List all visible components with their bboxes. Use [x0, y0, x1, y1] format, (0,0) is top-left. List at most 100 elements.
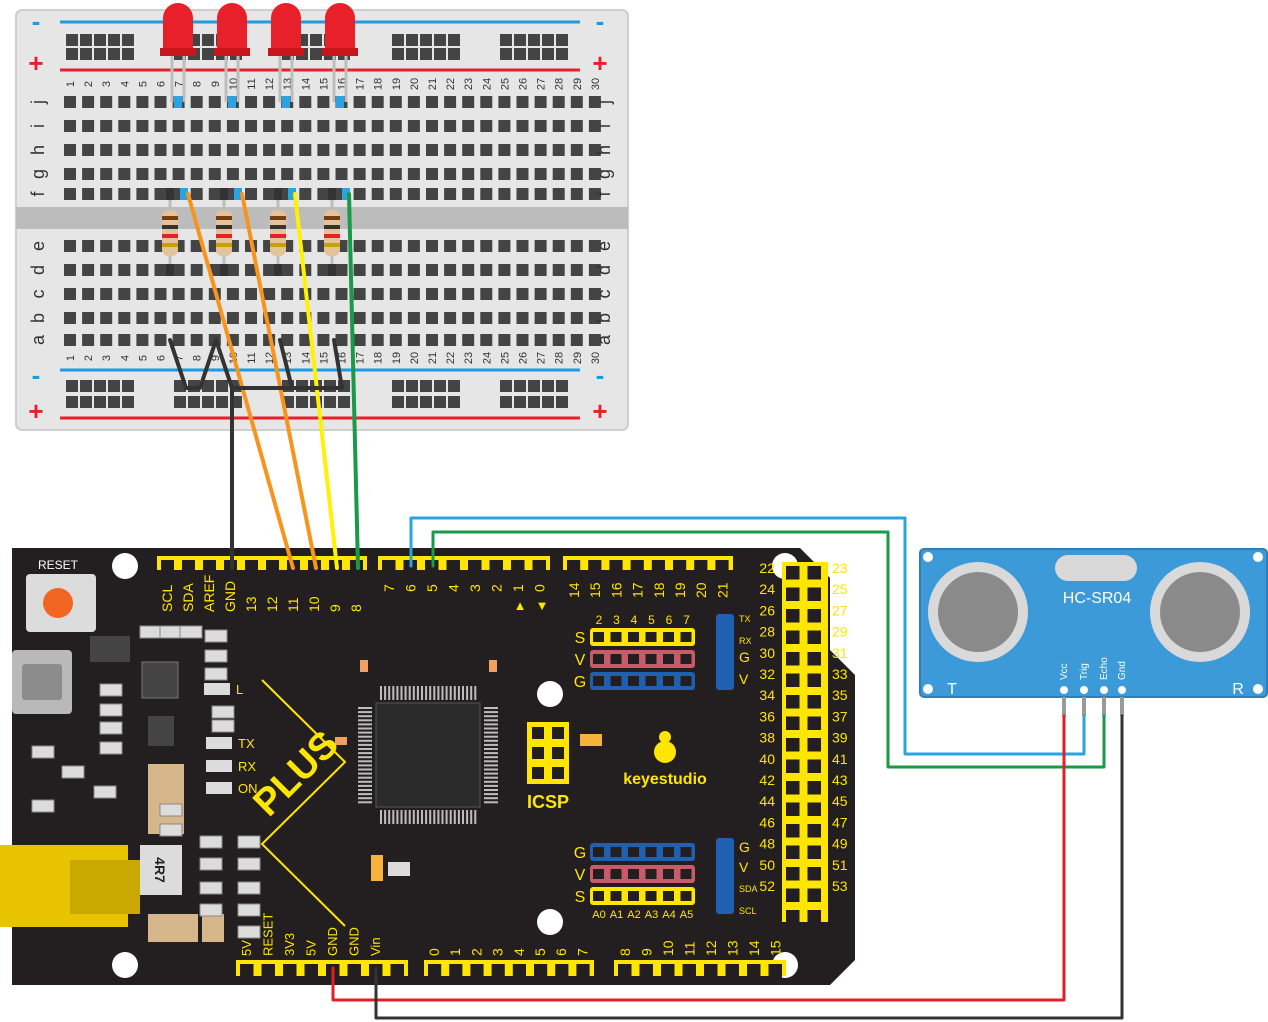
rail-hole[interactable] — [324, 396, 336, 408]
breadboard-hole[interactable] — [498, 288, 511, 300]
breadboard-hole[interactable] — [498, 312, 511, 324]
breadboard-hole[interactable] — [353, 188, 366, 200]
header-pin[interactable] — [786, 824, 800, 838]
breadboard-hole[interactable] — [516, 120, 529, 132]
breadboard-hole[interactable] — [552, 264, 565, 276]
breadboard-hole[interactable] — [516, 334, 529, 346]
breadboard-hole[interactable] — [534, 334, 547, 346]
rail-hole[interactable] — [122, 380, 134, 392]
breadboard-hole[interactable] — [226, 264, 239, 276]
breadboard-hole[interactable] — [64, 334, 76, 346]
breadboard-hole[interactable] — [389, 120, 402, 132]
breadboard-hole[interactable] — [335, 334, 348, 346]
breadboard-hole[interactable] — [100, 264, 113, 276]
breadboard-hole[interactable] — [172, 168, 185, 180]
breadboard-hole[interactable] — [317, 288, 330, 300]
breadboard-hole[interactable] — [552, 288, 565, 300]
header-pin[interactable] — [786, 695, 800, 709]
breadboard-hole[interactable] — [263, 264, 276, 276]
breadboard-hole[interactable] — [317, 312, 330, 324]
header-pin[interactable] — [663, 632, 674, 642]
breadboard-hole[interactable] — [588, 312, 601, 324]
header-pin[interactable] — [715, 560, 729, 574]
breadboard-hole[interactable] — [190, 168, 203, 180]
header-pin[interactable] — [576, 964, 590, 978]
header-pin[interactable] — [428, 964, 442, 978]
breadboard-hole[interactable] — [371, 240, 384, 252]
breadboard-hole[interactable] — [588, 334, 601, 346]
breadboard-hole[interactable] — [154, 96, 167, 108]
breadboard-hole[interactable] — [281, 312, 294, 324]
breadboard-hole[interactable] — [480, 312, 493, 324]
breadboard-hole[interactable] — [245, 144, 257, 156]
rail-hole[interactable] — [94, 34, 106, 46]
breadboard-hole[interactable] — [353, 312, 366, 324]
header-pin[interactable] — [645, 847, 657, 857]
breadboard-hole[interactable] — [245, 96, 257, 108]
rail-hole[interactable] — [556, 34, 568, 46]
rail-hole[interactable] — [514, 396, 526, 408]
header-pin[interactable] — [532, 727, 544, 739]
breadboard-hole[interactable] — [154, 120, 167, 132]
header-pin[interactable] — [630, 560, 644, 574]
header-pin[interactable] — [245, 560, 258, 573]
header-pin[interactable] — [555, 964, 569, 978]
rail-hole[interactable] — [392, 48, 404, 60]
rail-hole[interactable] — [420, 34, 432, 46]
header-pin[interactable] — [807, 673, 822, 688]
breadboard-hole[interactable] — [64, 144, 76, 156]
breadboard-hole[interactable] — [480, 264, 493, 276]
rail-hole[interactable] — [80, 396, 92, 408]
breadboard-hole[interactable] — [118, 288, 131, 300]
breadboard-hole[interactable] — [136, 334, 149, 346]
rail-hole[interactable] — [108, 34, 120, 46]
breadboard-hole[interactable] — [172, 264, 185, 276]
header-pin[interactable] — [673, 560, 687, 574]
header-pin[interactable] — [489, 560, 504, 574]
breadboard-hole[interactable] — [444, 334, 457, 346]
breadboard-hole[interactable] — [588, 188, 601, 200]
breadboard-hole[interactable] — [407, 168, 420, 180]
header-pin[interactable] — [680, 676, 692, 686]
breadboard-hole[interactable] — [154, 288, 167, 300]
rail-hole[interactable] — [434, 396, 446, 408]
breadboard-hole[interactable] — [407, 334, 420, 346]
breadboard-hole[interactable] — [498, 96, 511, 108]
breadboard-hole[interactable] — [299, 96, 312, 108]
header-pin[interactable] — [628, 654, 639, 664]
header-pin[interactable] — [552, 767, 564, 779]
breadboard-hole[interactable] — [371, 188, 384, 200]
breadboard-hole[interactable] — [570, 96, 583, 108]
rail-hole[interactable] — [80, 380, 92, 392]
breadboard-hole[interactable] — [190, 144, 203, 156]
header-pin[interactable] — [449, 964, 463, 978]
header-pin[interactable] — [532, 560, 547, 574]
rail-hole[interactable] — [80, 34, 92, 46]
header-pin[interactable] — [628, 632, 639, 642]
rail-hole[interactable] — [202, 34, 214, 46]
header-pin[interactable] — [786, 888, 800, 903]
breadboard-hole[interactable] — [462, 168, 475, 180]
breadboard-hole[interactable] — [462, 240, 475, 252]
breadboard-hole[interactable] — [498, 334, 511, 346]
breadboard-hole[interactable] — [552, 334, 565, 346]
header-pin[interactable] — [663, 891, 674, 901]
rail-hole[interactable] — [392, 396, 404, 408]
rail-hole[interactable] — [406, 380, 418, 392]
rail-hole[interactable] — [66, 396, 78, 408]
breadboard-hole[interactable] — [335, 120, 348, 132]
rail-hole[interactable] — [296, 396, 308, 408]
breadboard-hole[interactable] — [371, 264, 384, 276]
header-pin[interactable] — [680, 869, 692, 879]
header-pin[interactable] — [639, 964, 654, 978]
breadboard-hole[interactable] — [534, 168, 547, 180]
header-pin[interactable] — [786, 910, 800, 924]
rail-hole[interactable] — [448, 396, 460, 408]
rail-hole[interactable] — [108, 48, 120, 60]
breadboard-hole[interactable] — [444, 240, 457, 252]
breadboard-hole[interactable] — [208, 188, 221, 200]
breadboard-hole[interactable] — [281, 120, 294, 132]
breadboard-hole[interactable] — [190, 334, 203, 346]
rail-hole[interactable] — [542, 380, 554, 392]
rail-hole[interactable] — [448, 380, 460, 392]
